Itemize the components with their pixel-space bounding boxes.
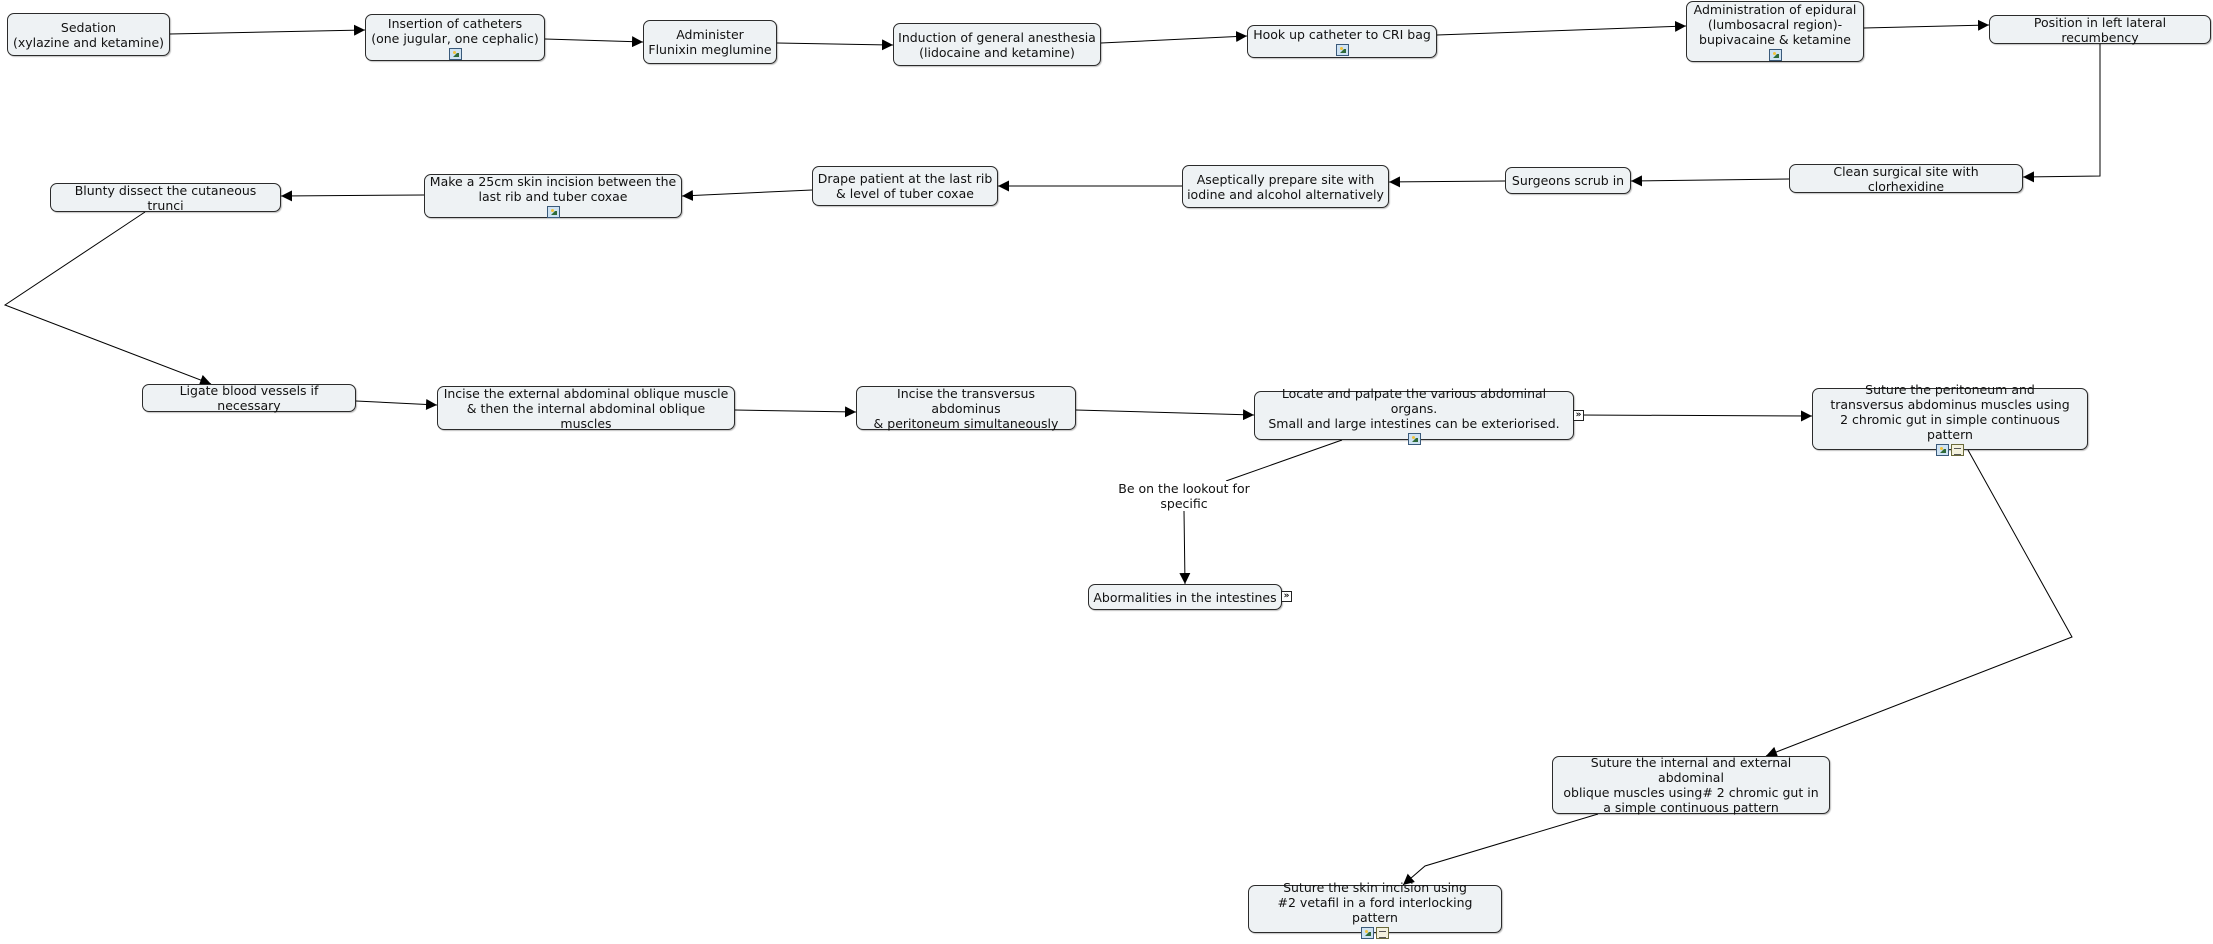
- concept-node-label: Administration of epidural (lumbosacral …: [1693, 2, 1857, 47]
- concept-node-label: Hook up catheter to CRI bag: [1253, 27, 1431, 42]
- concept-node-induction[interactable]: Induction of general anesthesia (lidocai…: [893, 23, 1101, 66]
- document-resource-icon[interactable]: [1951, 444, 1964, 456]
- concept-node-palpate[interactable]: Locate and palpate the various abdominal…: [1254, 386, 1574, 445]
- connector-arrow: [355, 398, 438, 410]
- connector-arrow: [1402, 813, 1599, 886]
- concept-node-label: Suture the peritoneum and transversus ab…: [1830, 382, 2070, 442]
- concept-node-label: Blunty dissect the cutaneous trunci: [74, 182, 257, 213]
- connector-arrow: [3, 211, 212, 386]
- resource-icons: [448, 47, 462, 60]
- concept-node-peritoneum[interactable]: Suture the peritoneum and transversus ab…: [1812, 382, 2088, 456]
- connector-arrow: [681, 189, 813, 201]
- connector-arrow: [1863, 19, 1990, 31]
- document-resource-icon[interactable]: [1376, 926, 1389, 939]
- resource-icons: [1407, 433, 1421, 445]
- connector-arrow: [1100, 31, 1248, 44]
- connector-arrow: [1577, 410, 1813, 422]
- concept-node-label: Make a 25cm skin incision between the la…: [429, 174, 677, 204]
- concept-node-transversus[interactable]: Incise the transversus abdominus & perit…: [856, 385, 1076, 431]
- connector-arrow: [2022, 44, 2101, 183]
- concept-node-label: Induction of general anesthesia (lidocai…: [898, 29, 1096, 60]
- image-resource-icon[interactable]: [448, 47, 462, 60]
- expand-children-icon[interactable]: »: [1281, 591, 1292, 602]
- concept-node-epidural[interactable]: Administration of epidural (lumbosacral …: [1686, 1, 1864, 62]
- concept-node-clean[interactable]: Clean surgical site with clorhexidine: [1789, 163, 2023, 194]
- concept-node-label: Incise the external abdominal oblique mu…: [443, 385, 729, 431]
- image-resource-icon[interactable]: [1335, 44, 1349, 56]
- concept-node-label: Aseptically prepare site with iodine and…: [1187, 171, 1384, 202]
- expand-children-icon[interactable]: »: [1573, 410, 1584, 421]
- concept-node-label: Sedation (xylazine and ketamine): [12, 19, 165, 50]
- concept-node-cri[interactable]: Hook up catheter to CRI bag: [1247, 25, 1437, 58]
- connector-arrow: [169, 24, 366, 36]
- concept-node-scrub[interactable]: Surgeons scrub in: [1505, 167, 1631, 194]
- connector-arrow: [1225, 439, 1343, 482]
- connector-arrow: [776, 39, 894, 51]
- connector-arrow: [280, 190, 425, 202]
- concept-node-label: Clean surgical site with clorhexidine: [1833, 163, 1979, 194]
- concept-node-catheters[interactable]: Insertion of catheters (one jugular, one…: [365, 14, 545, 61]
- concept-node-position[interactable]: Position in left lateral recumbency: [1989, 14, 2211, 45]
- connector-arrow: [1436, 20, 1687, 36]
- image-resource-icon[interactable]: [1936, 444, 1949, 456]
- concept-node-aseptic[interactable]: Aseptically prepare site with iodine and…: [1182, 165, 1389, 208]
- concept-node-oblique[interactable]: Incise the external abdominal oblique mu…: [437, 385, 735, 431]
- concept-node-label: Ligate blood vessels if necessary: [179, 383, 319, 413]
- image-resource-icon[interactable]: [1407, 433, 1421, 445]
- concept-node-skin[interactable]: Suture the skin incision using #2 vetafi…: [1248, 880, 1502, 939]
- concept-node-label: Surgeons scrub in: [1511, 173, 1625, 188]
- concept-node-label: Insertion of catheters (one jugular, one…: [371, 15, 539, 46]
- resource-icons: [1335, 44, 1349, 56]
- concept-node-label: Drape patient at the last rib & level of…: [817, 171, 993, 201]
- resource-icons: [1936, 444, 1964, 456]
- concept-node-blunt[interactable]: Blunty dissect the cutaneous trunci: [50, 182, 281, 213]
- connector-arrow: [1388, 176, 1506, 188]
- concept-node-label: Suture the internal and external abdomin…: [1563, 755, 1819, 815]
- concept-node-ligate[interactable]: Ligate blood vessels if necessary: [142, 383, 356, 413]
- connector-arrow: [734, 406, 857, 418]
- concept-node-incision[interactable]: Make a 25cm skin incision between the la…: [424, 174, 682, 218]
- link-label-lookout: Be on the lookout for specific: [1114, 481, 1254, 511]
- concept-node-abnormal[interactable]: Abormalities in the intestines: [1088, 584, 1282, 610]
- resource-icons: [1768, 49, 1782, 61]
- image-resource-icon[interactable]: [546, 206, 560, 218]
- image-resource-icon[interactable]: [1768, 49, 1782, 61]
- concept-node-label: Abormalities in the intestines: [1093, 589, 1277, 605]
- connector-arrow: [1630, 175, 1790, 187]
- connector-arrow: [1075, 409, 1255, 421]
- connector-arrow: [1179, 510, 1191, 585]
- concept-node-label: Locate and palpate the various abdominal…: [1268, 386, 1560, 431]
- connector-arrow: [544, 36, 644, 48]
- connector-arrow: [1765, 449, 2073, 758]
- concept-node-suture-oblique[interactable]: Suture the internal and external abdomin…: [1552, 755, 1830, 815]
- concept-node-flunixin[interactable]: Administer Flunixin meglumine: [643, 20, 777, 64]
- concept-node-label: Administer Flunixin meglumine: [648, 27, 772, 57]
- image-resource-icon[interactable]: [1361, 926, 1374, 939]
- concept-node-drape[interactable]: Drape patient at the last rib & level of…: [812, 166, 998, 206]
- concept-node-label: Suture the skin incision using #2 vetafi…: [1277, 879, 1473, 925]
- concept-node-label: Incise the transversus abdominus & perit…: [873, 385, 1059, 431]
- concept-node-sedation[interactable]: Sedation (xylazine and ketamine): [7, 13, 170, 56]
- resource-icons: [1361, 926, 1389, 939]
- concept-node-label: Position in left lateral recumbency: [2033, 14, 2167, 45]
- resource-icons: [546, 206, 560, 218]
